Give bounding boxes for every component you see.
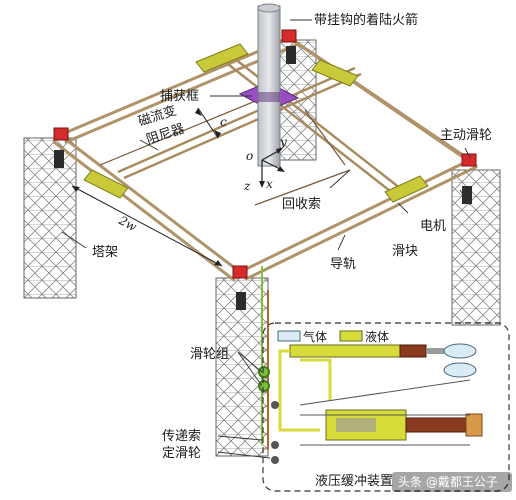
liquid-legend-label: 液体 xyxy=(365,329,389,344)
tower-right xyxy=(451,169,501,326)
watermark-text: 头条 @戴都王公子 xyxy=(398,474,498,489)
label-capture-frame: 捕获框 xyxy=(160,88,199,104)
slider-block xyxy=(384,175,429,203)
gas-swatch xyxy=(277,330,301,342)
motor-unit xyxy=(54,150,64,168)
liquid-swatch xyxy=(339,330,363,342)
rocket xyxy=(257,3,281,167)
recovery-cables xyxy=(99,94,351,206)
label-fixed-pulley: 定滑轮 xyxy=(162,446,201,461)
axis-x-label: x xyxy=(266,177,273,191)
watermark: 头条 @戴都王公子 xyxy=(392,472,512,492)
slider-block xyxy=(83,169,129,199)
leader-lines xyxy=(61,19,471,459)
slider-block xyxy=(311,59,359,87)
label-transmission-cable: 传递索 xyxy=(162,429,201,444)
motor-unit xyxy=(462,186,472,204)
slider-block xyxy=(195,43,249,73)
pulley-red xyxy=(232,265,248,279)
tower-left xyxy=(23,137,77,299)
hydraulic-circuit xyxy=(271,343,483,464)
pulley-red xyxy=(281,29,297,43)
dimension-c: c xyxy=(195,107,227,139)
gas-legend-label: 气体 xyxy=(303,329,327,344)
motor-unit xyxy=(236,292,246,310)
gas-accumulator xyxy=(443,362,477,378)
transmission-cable xyxy=(258,266,270,450)
label-slider: 滑块 xyxy=(392,244,418,259)
hydraulic-buffer-box xyxy=(262,322,510,492)
label-active-pulley: 主动滑轮 xyxy=(440,128,492,143)
guide-rails xyxy=(52,36,478,282)
label-hydraulic-buffer: 液压缓冲装置 xyxy=(315,474,393,489)
pulley-red xyxy=(53,127,69,141)
motors xyxy=(54,46,472,310)
axis-z-label: z xyxy=(243,179,251,193)
label-rocket: 带挂钩的着陆火箭 xyxy=(314,12,418,28)
axis-y-label: y xyxy=(279,135,287,149)
dimension-2w-label: 2w xyxy=(116,213,140,235)
pulleys xyxy=(53,29,477,279)
motor-unit xyxy=(286,46,296,64)
label-guide-rail: 导轨 xyxy=(330,257,356,272)
label-pulley-group: 滑轮组 xyxy=(190,347,229,362)
coordinate-axes: o y x z xyxy=(243,135,287,193)
gas-liquid-legend: 气体 液体 xyxy=(277,329,389,344)
gas-accumulator xyxy=(443,343,477,359)
label-tower: 塔架 xyxy=(92,245,118,260)
label-recovery-cable: 回收索 xyxy=(282,197,321,212)
label-motor: 电机 xyxy=(420,219,446,234)
sliders xyxy=(83,43,429,203)
pulley-red xyxy=(461,153,477,167)
dimension-c-label: c xyxy=(220,115,227,129)
axis-o-label: o xyxy=(246,149,253,163)
